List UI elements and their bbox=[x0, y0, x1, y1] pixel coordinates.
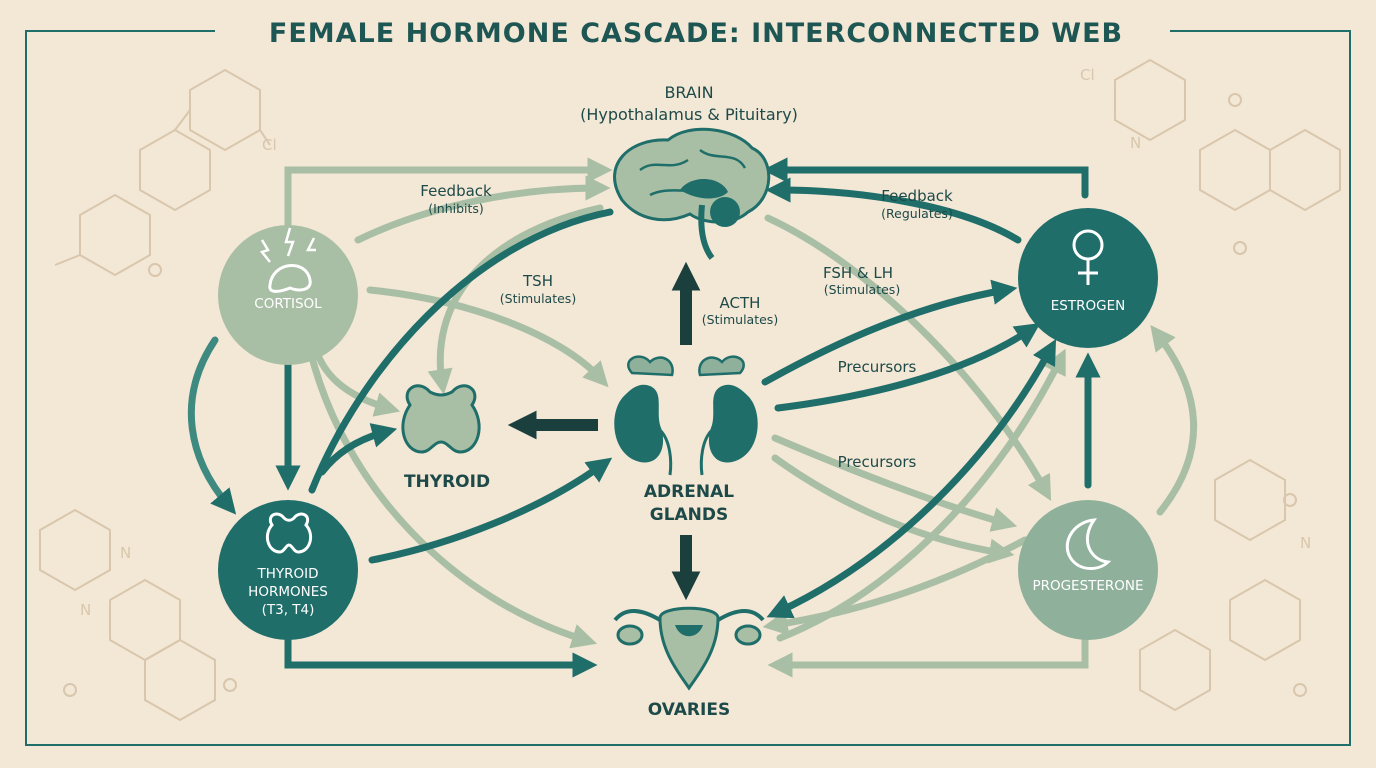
arrow-progesterone-ovaries-2 bbox=[767, 636, 1089, 678]
female-symbol-icon bbox=[1072, 229, 1104, 285]
watermark-atom-n: N bbox=[120, 544, 131, 562]
thyroid-label: THYROID bbox=[404, 472, 490, 492]
arrow-estrogen-ovaries bbox=[766, 338, 1057, 619]
node-estrogen: ESTROGEN bbox=[1018, 208, 1158, 348]
brain-sublabel: (Hypothalamus & Pituitary) bbox=[580, 105, 798, 124]
diagram-title: FEMALE HORMONE CASCADE: INTERCONNECTED W… bbox=[269, 18, 1123, 49]
arrow-brain-thyroidhormones bbox=[308, 208, 614, 494]
arrow-thyroidhormones-thyroid-light bbox=[187, 336, 237, 515]
thyroid-hormones-line1: THYROID bbox=[256, 566, 318, 582]
chemical-structure-watermark-left: Cl N N bbox=[39, 68, 277, 722]
arrow-cortisol-feedback-brain bbox=[354, 175, 611, 244]
feedback-right-label: Feedback bbox=[881, 187, 953, 205]
arrow-thyroidhormones-thyroid bbox=[318, 423, 398, 476]
precursors-label-2: Precursors bbox=[838, 453, 917, 471]
thyroid-hormones-line2: HORMONES bbox=[248, 584, 328, 600]
node-cortisol: CORTISOL bbox=[218, 225, 358, 365]
node-thyroid-hormones: THYROID HORMONES (T3, T4) bbox=[218, 500, 358, 640]
adrenal-label-line2: GLANDS bbox=[650, 505, 729, 525]
arrow-thyroidhormones-ovaries bbox=[284, 636, 598, 678]
arrow-cortisol-ovaries bbox=[306, 346, 598, 649]
watermark-atom-n-2: N bbox=[80, 601, 91, 619]
thyroid-illustration bbox=[401, 384, 481, 454]
frame-border bbox=[25, 30, 1351, 746]
fsh-lh-sublabel: (Stimulates) bbox=[824, 282, 900, 297]
crescent-moon-icon bbox=[1065, 518, 1112, 570]
acth-sublabel: (Stimulates) bbox=[702, 312, 778, 327]
arrow-estrogen-feedback-brain bbox=[765, 177, 1022, 244]
brain-illustration bbox=[613, 127, 771, 260]
adrenal-label-line1: ADRENAL bbox=[644, 482, 734, 502]
stress-adrenal-icon bbox=[259, 227, 316, 293]
arrow-estrogen-top-brain bbox=[762, 157, 1089, 199]
arrow-thyroidhormones-adrenal bbox=[368, 457, 613, 564]
estrogen-label: ESTROGEN bbox=[1051, 298, 1125, 314]
arrow-cortisol-top-brain bbox=[284, 157, 613, 229]
dark-connections bbox=[275, 157, 1101, 678]
acth-label: ACTH bbox=[720, 294, 761, 312]
feedback-right-sublabel: (Regulates) bbox=[881, 206, 953, 221]
tsh-sublabel: (Stimulates) bbox=[500, 291, 576, 306]
ovaries-illustration bbox=[613, 606, 765, 691]
feedback-left-sublabel: (Inhibits) bbox=[428, 201, 484, 216]
adrenal-block-arrows bbox=[507, 261, 701, 601]
feedback-left-label: Feedback bbox=[420, 182, 492, 200]
thyroid-gland-icon bbox=[265, 512, 313, 554]
fsh-lh-label: FSH & LH bbox=[823, 264, 893, 282]
watermark-atom-cl: Cl bbox=[262, 136, 277, 154]
arrow-progesterone-estrogen bbox=[1150, 324, 1198, 516]
brain-label: BRAIN bbox=[664, 83, 713, 102]
precursors-label-1: Precursors bbox=[838, 358, 917, 376]
chemical-structure-watermark-right: Cl N N bbox=[1080, 58, 1341, 712]
cortisol-label: CORTISOL bbox=[254, 296, 322, 312]
watermark-atom-n-right-2: N bbox=[1300, 534, 1311, 552]
watermark-atom-n-right: N bbox=[1130, 134, 1141, 152]
thyroid-hormones-line3: (T3, T4) bbox=[262, 602, 315, 618]
progesterone-label: PROGESTERONE bbox=[1032, 578, 1143, 594]
adrenal-kidneys-illustration bbox=[614, 355, 758, 476]
node-progesterone: PROGESTERONE bbox=[1018, 500, 1158, 640]
tsh-label: TSH bbox=[522, 272, 553, 290]
arrow-cortisol-thyroid bbox=[314, 351, 401, 417]
ovaries-label: OVARIES bbox=[648, 700, 730, 720]
arrow-cortisol-adrenal bbox=[366, 286, 609, 388]
watermark-atom-cl-right: Cl bbox=[1080, 66, 1095, 84]
